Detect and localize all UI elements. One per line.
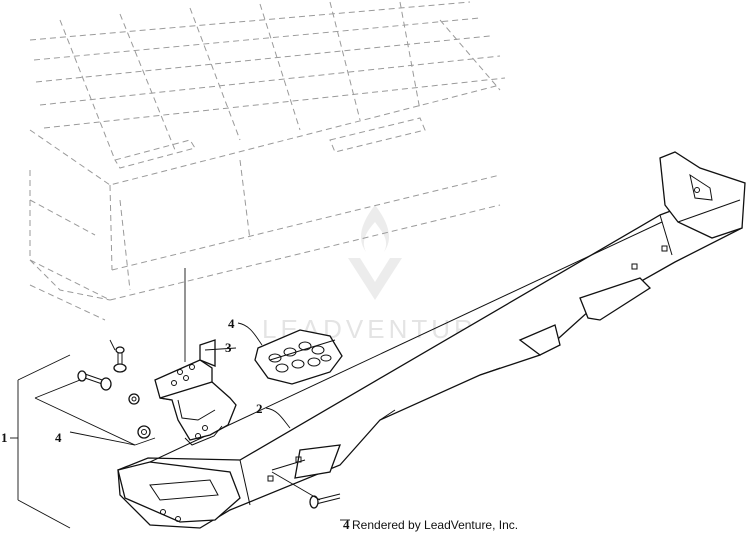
hardware-kit-bag xyxy=(254,329,343,385)
truck-bed-outline xyxy=(29,1,506,321)
callout-2: 2 xyxy=(256,401,263,416)
hardware-nut-lower xyxy=(137,425,151,439)
watermark-logo xyxy=(348,205,402,300)
callout-4-hardware: 4 xyxy=(55,430,62,445)
step-bar xyxy=(117,151,746,529)
leader-lines xyxy=(10,268,350,529)
rendered-by-credit: Rendered by LeadVenture, Inc. xyxy=(352,518,519,532)
hardware-bolt-left xyxy=(77,370,112,391)
hardware-bolt-top xyxy=(113,346,127,373)
callout-4-bolt: 4 xyxy=(343,517,350,532)
callout-3: 3 xyxy=(225,340,232,355)
callout-4-kit: 4 xyxy=(228,316,235,331)
mounting-bracket xyxy=(154,339,237,446)
hardware-bolt-bottom xyxy=(309,493,341,509)
callout-1: 1 xyxy=(1,430,8,445)
hardware-nut-mid xyxy=(128,393,140,405)
